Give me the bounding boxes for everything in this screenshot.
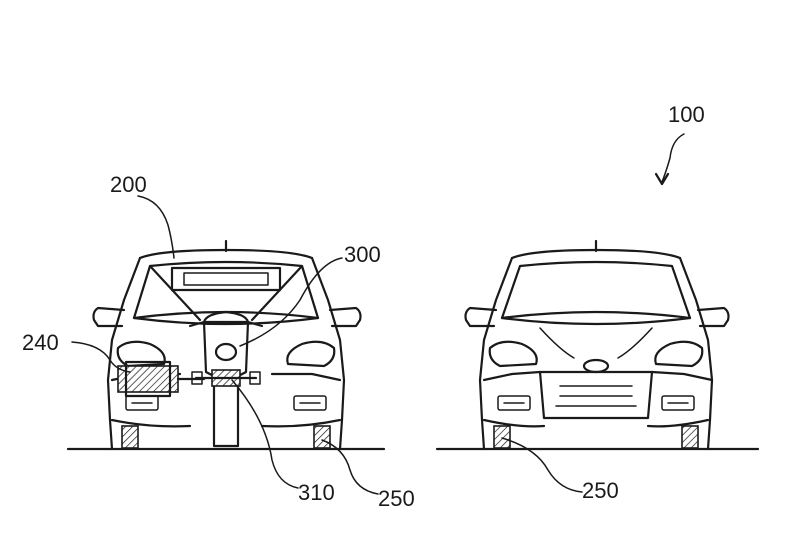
motorcycle-300 <box>188 310 264 448</box>
ref-label-300: 300 <box>344 242 381 267</box>
ref-label-250-left: 250 <box>378 486 415 511</box>
ref-label-240: 240 <box>22 330 59 355</box>
vehicle-200-front-view <box>92 239 362 451</box>
ref-label-200: 200 <box>110 172 147 197</box>
ref-label-250-right: 250 <box>582 478 619 503</box>
unit-240-box <box>117 360 206 398</box>
ref-label-310: 310 <box>298 480 335 505</box>
leader-lines <box>71 133 685 495</box>
ref-label-100: 100 <box>668 102 705 127</box>
vehicle-front-view-right <box>464 239 730 451</box>
